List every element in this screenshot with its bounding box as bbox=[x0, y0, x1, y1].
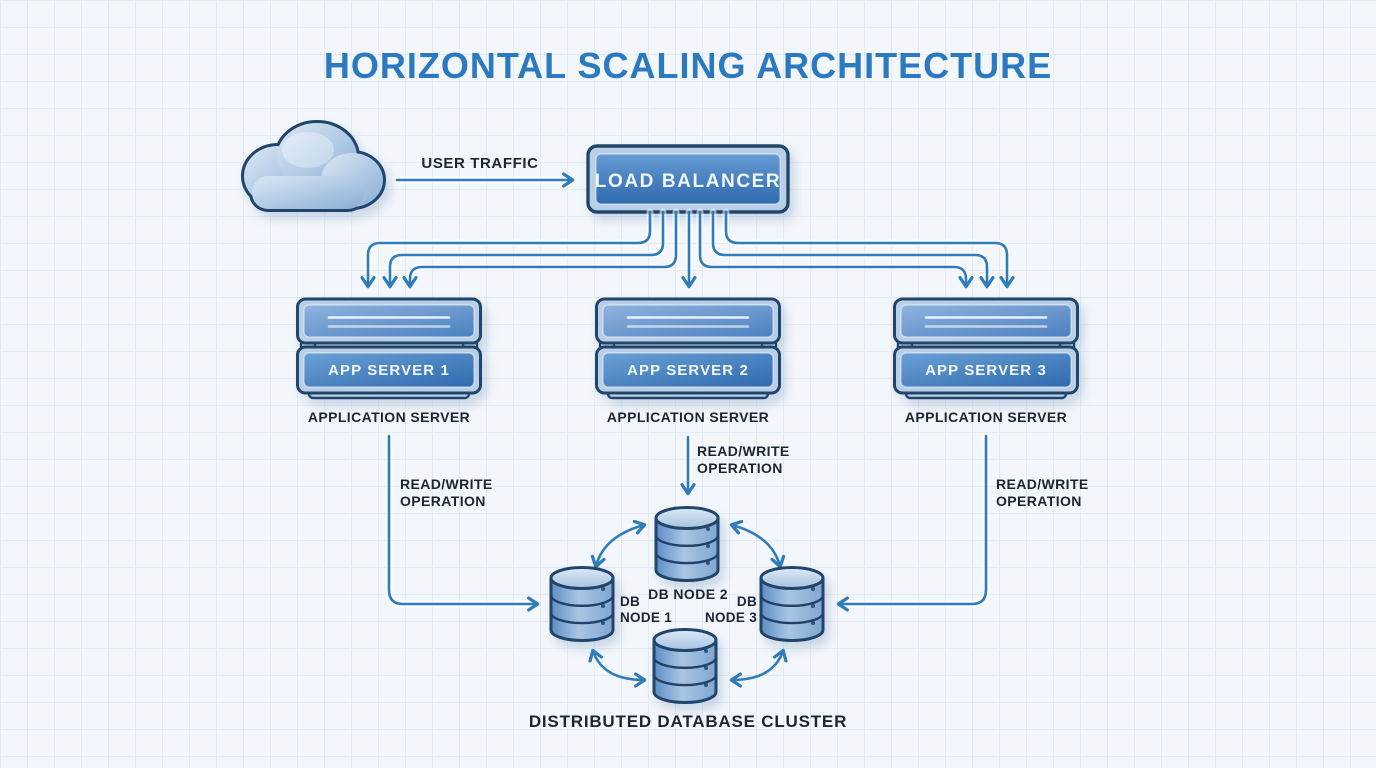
svg-text:OPERATION: OPERATION bbox=[697, 460, 783, 476]
app-server-2-type-label: APPLICATION SERVER bbox=[607, 409, 769, 425]
app-server-3-icon: APP SERVER 3 bbox=[893, 297, 1079, 400]
svg-text:READ/WRITE: READ/WRITE bbox=[400, 476, 493, 492]
read-write-label-left: READ/WRITE OPERATION bbox=[400, 476, 493, 509]
db-node-left-icon bbox=[549, 566, 615, 642]
app-server-2-label: APP SERVER 2 bbox=[627, 362, 749, 379]
replication-arrows bbox=[588, 519, 788, 688]
app-server-1-type-label: APPLICATION SERVER bbox=[308, 409, 470, 425]
app-server-2-icon: APP SERVER 2 bbox=[595, 297, 781, 400]
svg-text:READ/WRITE: READ/WRITE bbox=[697, 443, 790, 459]
db-cluster-caption: DISTRIBUTED DATABASE CLUSTER bbox=[529, 712, 847, 731]
read-write-label-right: READ/WRITE OPERATION bbox=[996, 476, 1089, 509]
svg-text:OPERATION: OPERATION bbox=[996, 493, 1082, 509]
read-write-arrows bbox=[385, 432, 990, 612]
db-node-1-label: DB NODE 1 bbox=[620, 594, 672, 625]
svg-text:NODE 1: NODE 1 bbox=[620, 610, 672, 625]
app-server-3-type-label: APPLICATION SERVER bbox=[905, 409, 1067, 425]
db-node-right-icon bbox=[759, 566, 825, 642]
svg-text:DB: DB bbox=[620, 594, 640, 609]
app-server-1-icon: APP SERVER 1 bbox=[296, 297, 482, 400]
svg-text:DB: DB bbox=[737, 594, 757, 609]
user-traffic-label: USER TRAFFIC bbox=[421, 155, 538, 172]
load-balancer-label: LOAD BALANCER bbox=[595, 171, 782, 192]
db-node-bottom-icon bbox=[652, 628, 718, 704]
svg-text:OPERATION: OPERATION bbox=[400, 493, 486, 509]
db-node-3-label: DB NODE 3 bbox=[705, 594, 757, 625]
svg-text:READ/WRITE: READ/WRITE bbox=[996, 476, 1089, 492]
db-node-2-label: DB NODE 2 bbox=[648, 586, 728, 602]
app-server-3-label: APP SERVER 3 bbox=[925, 362, 1047, 379]
load-balancer-fanout-arrows bbox=[360, 208, 1015, 289]
db-node-top-icon bbox=[654, 506, 720, 582]
page-title: HORIZONTAL SCALING ARCHITECTURE bbox=[324, 45, 1052, 86]
svg-text:NODE 3: NODE 3 bbox=[705, 610, 757, 625]
load-balancer-box: LOAD BALANCER bbox=[586, 144, 790, 214]
app-server-1-label: APP SERVER 1 bbox=[328, 362, 450, 379]
read-write-label-middle: READ/WRITE OPERATION bbox=[697, 443, 790, 476]
cloud-icon bbox=[241, 120, 386, 212]
